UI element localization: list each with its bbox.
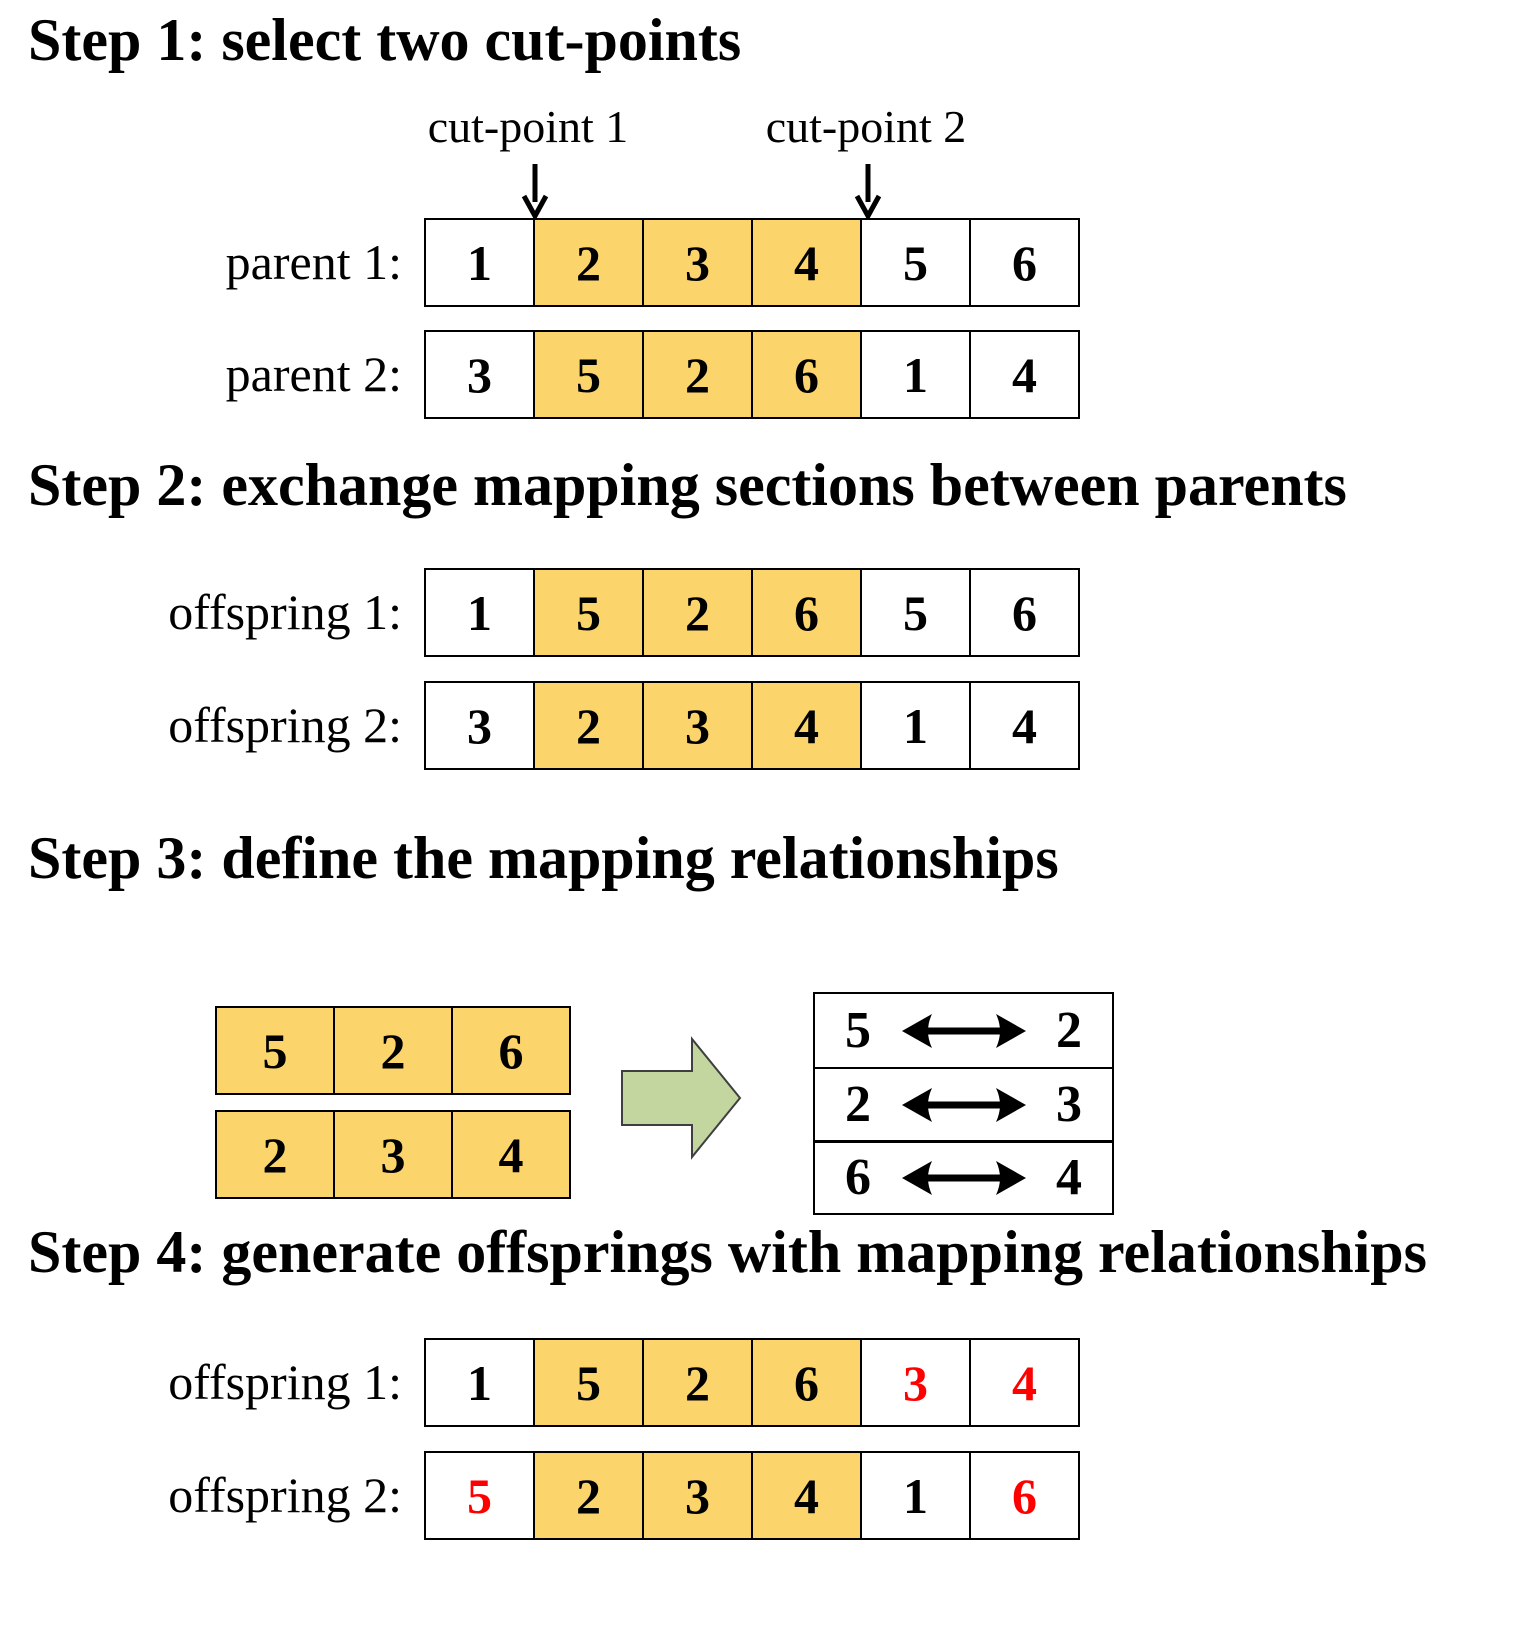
gene-cell: 5 [533,330,644,419]
gene-cell: 1 [860,681,971,770]
parent-1-label: parent 1: [225,234,402,290]
cut-point-2-down-arrow-icon [854,164,882,218]
gene-cell: 1 [860,1451,971,1540]
gene-cell: 5 [860,568,971,657]
gene-cell: 1 [424,1338,535,1427]
gene-cell: 4 [969,681,1080,770]
gene-cell: 3 [424,681,535,770]
gene-cell: 5 [860,218,971,307]
gene-cell: 4 [751,681,862,770]
mapping-section-row-1: 5 2 6 [215,1006,571,1095]
offspring-1-row: 1 5 2 6 5 6 [424,568,1080,657]
offspring-1-final-label: offspring 1: [168,1354,402,1410]
gene-cell: 3 [860,1338,971,1427]
gene-cell: 1 [860,330,971,419]
mapping-left-value: 5 [845,1001,871,1059]
double-arrow-icon [901,1161,1026,1195]
double-arrow-icon [901,1013,1026,1048]
gene-cell: 5 [533,568,644,657]
double-arrow-icon [901,1087,1026,1122]
gene-cell: 2 [533,681,644,770]
cut-point-1-down-arrow-icon [521,164,549,218]
gene-cell: 4 [969,330,1080,419]
gene-cell: 2 [333,1006,453,1095]
offspring-1-label: offspring 1: [168,584,402,640]
gene-cell: 3 [424,330,535,419]
gene-cell: 4 [451,1110,571,1199]
mapping-right-value: 4 [1056,1149,1082,1206]
parent-2-label: parent 2: [225,346,402,402]
mapping-relationships-table: 5 2 2 3 6 4 [813,992,1114,1215]
cut-point-1-label: cut-point 1 [427,101,629,152]
parent-2-row: 3 5 2 6 1 4 [424,330,1080,419]
gene-cell: 6 [751,568,862,657]
cut-point-2-label: cut-point 2 [765,101,967,152]
gene-cell: 6 [751,1338,862,1427]
gene-cell: 3 [642,1451,753,1540]
gene-cell: 2 [642,1338,753,1427]
gene-cell: 3 [642,218,753,307]
mapping-section-row-2: 2 3 4 [215,1110,571,1199]
offspring-2-final-row: 5 2 3 4 1 6 [424,1451,1080,1540]
gene-cell: 2 [215,1110,335,1199]
gene-cell: 6 [751,330,862,419]
gene-cell: 2 [533,218,644,307]
mapping-left-value: 6 [845,1149,871,1206]
gene-cell: 4 [751,1451,862,1540]
step4-title: Step 4: generate offsprings with mapping… [28,1219,1427,1285]
step2-title: Step 2: exchange mapping sections betwee… [28,452,1347,518]
offspring-1-final-row: 1 5 2 6 3 4 [424,1338,1080,1427]
gene-cell: 6 [969,1451,1080,1540]
gene-cell: 4 [969,1338,1080,1427]
gene-cell: 5 [215,1006,335,1095]
mapping-left-value: 2 [845,1075,871,1133]
gene-cell: 3 [333,1110,453,1199]
offspring-2-label: offspring 2: [168,697,402,753]
mapping-row: 2 3 [815,1067,1112,1140]
mapping-row: 6 4 [815,1140,1112,1213]
gene-cell: 2 [642,568,753,657]
gene-cell: 2 [533,1451,644,1540]
gene-cell: 6 [969,218,1080,307]
mapping-right-value: 3 [1056,1075,1082,1133]
offspring-2-final-label: offspring 2: [168,1467,402,1523]
step1-title: Step 1: select two cut-points [28,7,742,73]
gene-cell: 6 [451,1006,571,1095]
gene-cell: 5 [533,1338,644,1427]
gene-cell: 5 [424,1451,535,1540]
gene-cell: 3 [642,681,753,770]
mapping-right-value: 2 [1056,1001,1082,1059]
step3-title: Step 3: define the mapping relationships [28,825,1059,891]
gene-cell: 6 [969,568,1080,657]
gene-cell: 2 [642,330,753,419]
gene-cell: 4 [751,218,862,307]
gene-cell: 1 [424,218,535,307]
mapping-row: 5 2 [815,994,1112,1067]
parent-1-row: 1 2 3 4 5 6 [424,218,1080,307]
right-arrow-icon [621,1036,742,1160]
offspring-2-row: 3 2 3 4 1 4 [424,681,1080,770]
gene-cell: 1 [424,568,535,657]
